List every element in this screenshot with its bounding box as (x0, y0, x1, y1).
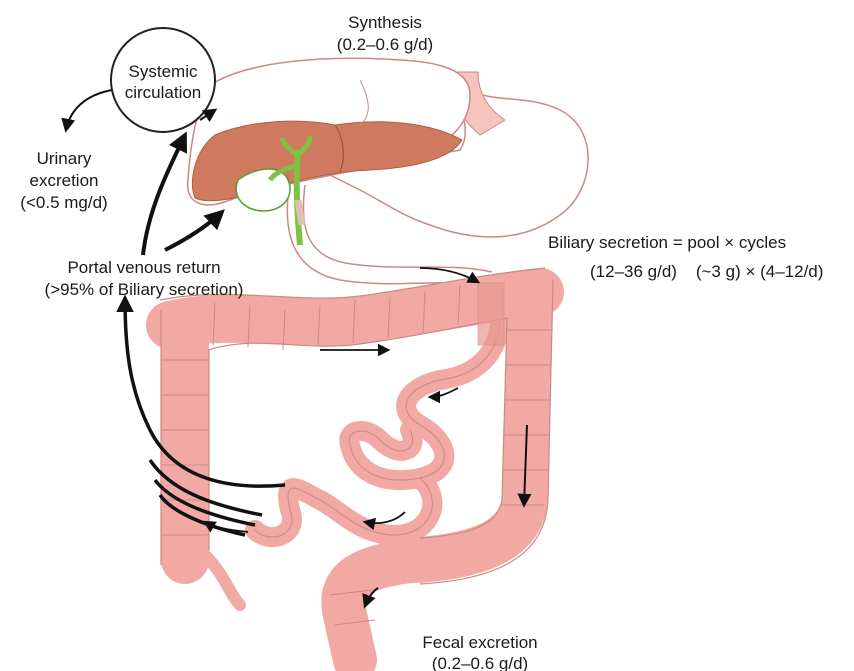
systemic-label-2: circulation (125, 83, 202, 102)
urinary-label: Urinary (37, 149, 92, 168)
gallbladder (236, 169, 290, 211)
biliary-label: Biliary secretion = pool × cycles (548, 233, 786, 252)
urinary-label-2: excretion (30, 171, 99, 190)
systemic-label: Systemic (129, 62, 198, 81)
portal-value: (>95% of Biliary secretion) (45, 280, 244, 299)
urinary-value: (<0.5 mg/d) (20, 193, 107, 212)
synthesis-value: (0.2–0.6 g/d) (337, 35, 433, 54)
biliary-value: (12–36 g/d) (~3 g) × (4–12/d) (590, 262, 823, 281)
fecal-label: Fecal excretion (422, 633, 537, 652)
synthesis-label: Synthesis (348, 13, 422, 32)
portal-label: Portal venous return (67, 258, 220, 277)
urinary-arrow (66, 90, 112, 130)
portal-to-liver-arrow (165, 212, 222, 250)
portal-to-circulation-arrow (143, 135, 185, 255)
fecal-value: (0.2–0.6 g/d) (432, 654, 528, 671)
